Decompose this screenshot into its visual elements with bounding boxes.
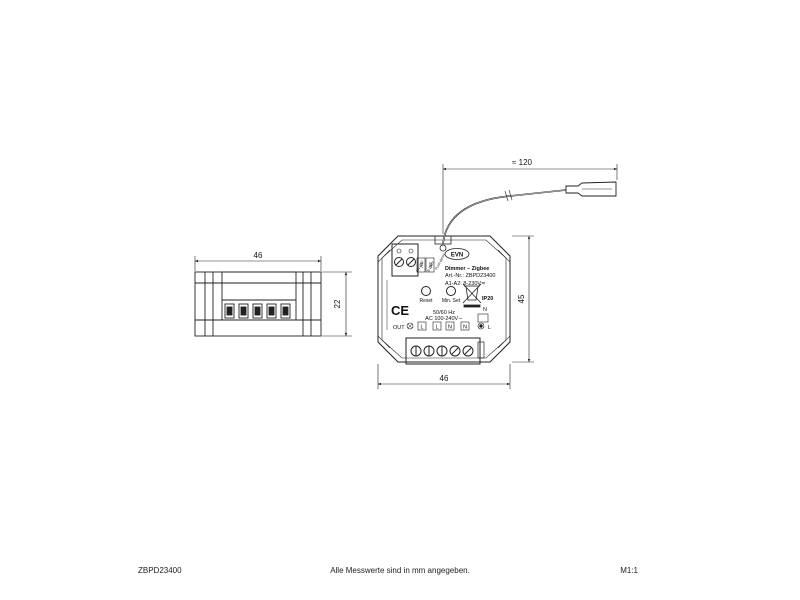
input-voltage: A1-A2: 8-230V≂ <box>445 281 486 287</box>
front-view-body <box>377 235 511 363</box>
supply-voltage: AC 100-240V∼ <box>425 316 463 322</box>
dim-side-width: 46 <box>254 251 263 260</box>
side-view-terminals <box>224 303 291 319</box>
footer-scale: M1:1 <box>620 566 638 575</box>
side-text-1: 0/1-10V <box>415 259 425 272</box>
n-label: N <box>483 307 487 313</box>
output-terminal-screws <box>410 345 474 357</box>
cable-connector <box>565 181 617 197</box>
reset-button <box>421 286 431 296</box>
brand-logo <box>444 248 470 260</box>
terminal-label: N <box>463 325 467 331</box>
frequency: 50/60 Hz <box>433 310 455 316</box>
article-number: Art.-Nr.: ZBPD23400 <box>445 273 495 279</box>
min-set-button <box>446 286 456 296</box>
input-label: A2 <box>428 262 433 268</box>
brand-text: EVN <box>451 253 463 259</box>
side-view <box>194 256 352 337</box>
out-label: OUT <box>393 325 405 331</box>
footer-note: Alle Messwerte sind in mm angegeben. <box>330 566 470 575</box>
dim-front-height: 45 <box>517 294 526 303</box>
weee-bin-icon <box>462 283 482 308</box>
dim-cable-length: ≈ 120 <box>512 158 533 167</box>
ce-mark: CE <box>391 303 409 318</box>
ip-rating: IP20 <box>482 296 493 302</box>
dim-side-height: 22 <box>333 299 342 308</box>
cable <box>442 181 617 245</box>
terminal-label: L <box>435 325 438 331</box>
product-name: Dimmer – Zigbee <box>445 266 489 272</box>
reset-label: Reset <box>419 298 433 304</box>
terminal-label: L <box>420 325 423 331</box>
side-text-2: Push dimm <box>434 253 446 270</box>
front-view <box>377 235 511 365</box>
side-text-3: 8-230V <box>426 260 435 272</box>
input-terminal-block <box>391 243 419 277</box>
input-label: A1 <box>419 262 424 268</box>
output-terminal-block <box>405 337 481 365</box>
min-set-label: Min. Set <box>442 298 461 304</box>
l-label: L <box>488 325 491 331</box>
dim-front-width: 46 <box>440 374 449 383</box>
footer-article-number: ZBPD23400 <box>138 566 182 575</box>
terminal-label: N <box>448 325 452 331</box>
